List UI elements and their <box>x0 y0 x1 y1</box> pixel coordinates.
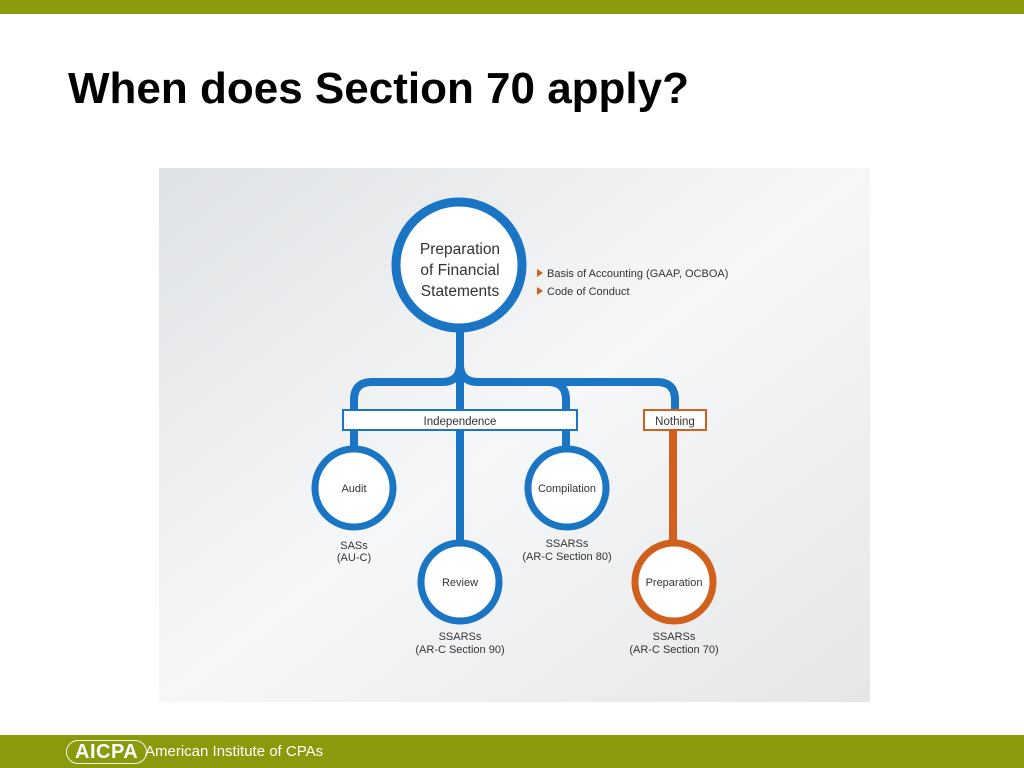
preparation-node-label: Preparation <box>646 577 703 589</box>
blue-connectors <box>350 332 679 548</box>
audit-node-label: Audit <box>341 483 366 495</box>
connector-nothing <box>548 378 679 410</box>
root-label-line-1: Preparation <box>420 241 500 258</box>
footer-bar: AICPA American Institute of CPAs <box>0 735 1024 768</box>
compilation-node-circle <box>524 445 610 531</box>
audit-node-circle <box>311 445 397 531</box>
root-label-line-2: of Financial <box>420 262 499 279</box>
compilation-node-label: Compilation <box>538 483 596 495</box>
review-node-circle <box>417 539 503 625</box>
preparation-standard-line-2: (AR-C Section 70) <box>629 644 718 656</box>
root-note-1: Basis of Accounting (GAAP, OCBOA) <box>547 268 728 280</box>
footer-org-name: American Institute of CPAs <box>145 743 324 760</box>
review-node-label: Review <box>442 577 478 589</box>
compilation-standard-line-2: (AR-C Section 80) <box>522 551 611 563</box>
root-note-2: Code of Conduct <box>547 286 630 298</box>
review-standard-line-1: SSARSs <box>439 631 482 643</box>
root-node-circle <box>391 197 527 333</box>
compilation-standard-line-1: SSARSs <box>546 538 589 550</box>
audit-standard-line-2: (AU-C) <box>337 552 371 564</box>
nothing-box <box>643 409 707 431</box>
independence-box <box>342 409 578 431</box>
audit-standard-line-1: SASs <box>340 540 368 552</box>
preparation-node-circle <box>631 539 717 625</box>
aicpa-logo: AICPA <box>66 740 148 764</box>
preparation-standard-line-1: SSARSs <box>653 631 696 643</box>
independence-label: Independence <box>424 416 497 428</box>
nothing-label: Nothing <box>655 416 695 428</box>
review-standard-line-2: (AR-C Section 90) <box>415 644 504 656</box>
flowchart-svg: Independence Nothing Preparation of Fina… <box>159 168 870 702</box>
bullet-triangle-icon <box>537 269 543 277</box>
slide-title: When does Section 70 apply? <box>68 64 690 113</box>
top-accent-bar <box>0 0 1024 14</box>
root-label-line-3: Statements <box>421 283 500 300</box>
bullet-triangle-icon <box>537 287 543 295</box>
diagram-panel: Independence Nothing Preparation of Fina… <box>159 168 870 702</box>
